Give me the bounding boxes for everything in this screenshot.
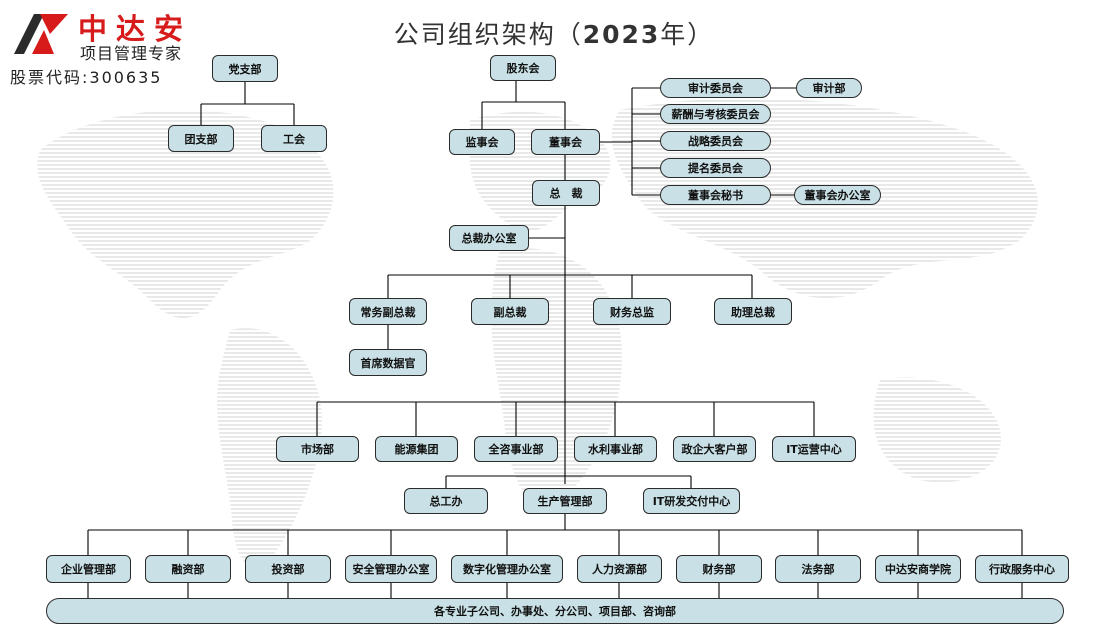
node-functional-dept: 投资部 <box>245 555 331 583</box>
node-business-unit: 政企大客户部 <box>673 436 756 462</box>
node-assistant-president: 助理总裁 <box>714 298 792 325</box>
logo-company-name: 中达安 <box>78 12 193 46</box>
stock-code: 股票代码:300635 <box>10 68 163 87</box>
node-business-unit: 能源集团 <box>375 436 458 462</box>
node-board-office: 董事会办公室 <box>794 185 881 205</box>
node-functional-dept: 法务部 <box>775 555 861 583</box>
title-text: 公司组织架构（ <box>393 20 583 49</box>
node-functional-dept: 企业管理部 <box>46 555 131 583</box>
node-functional-dept: 融资部 <box>145 555 231 583</box>
node-functional-dept: 行政服务中心 <box>975 555 1069 583</box>
node-business-unit: IT运营中心 <box>772 436 856 462</box>
node-nomination-committee: 提名委员会 <box>660 158 771 178</box>
node-shareholders: 股东会 <box>490 55 556 81</box>
node-board-secretary: 董事会秘书 <box>660 185 771 205</box>
node-compensation-committee: 薪酬与考核委员会 <box>660 104 771 124</box>
node-chief-engineer: 总工办 <box>404 488 488 514</box>
title-year: 2023 <box>582 20 661 49</box>
node-business-unit: 水利事业部 <box>574 436 657 462</box>
node-executive-vp: 常务副总裁 <box>349 298 427 325</box>
node-functional-dept: 人力资源部 <box>577 555 662 583</box>
node-strategy-committee: 战略委员会 <box>660 131 771 151</box>
node-functional-dept: 安全管理办公室 <box>345 555 437 583</box>
node-functional-dept: 数字化管理办公室 <box>451 555 563 583</box>
node-audit-dept: 审计部 <box>796 78 862 98</box>
node-subsidiaries: 各专业子公司、办事处、分公司、项目部、咨询部 <box>46 598 1064 624</box>
node-cfo: 财务总监 <box>593 298 671 325</box>
node-youth-league: 团支部 <box>168 125 234 152</box>
node-audit-committee: 审计委员会 <box>660 78 771 98</box>
node-chief-data-officer: 首席数据官 <box>349 349 427 376</box>
logo-tagline: 项目管理专家 <box>80 44 183 63</box>
node-president-office: 总裁办公室 <box>449 225 529 251</box>
node-supervisors: 监事会 <box>449 129 515 155</box>
node-functional-dept: 中达安商学院 <box>875 555 961 583</box>
page-title: 公司组织架构（2023年） <box>0 15 1108 51</box>
node-party-branch: 党支部 <box>212 55 278 82</box>
node-president: 总 裁 <box>532 180 600 206</box>
logo-mark-icon <box>14 14 68 54</box>
node-business-unit: 市场部 <box>276 436 359 462</box>
node-vice-president: 副总裁 <box>471 298 549 325</box>
node-production-mgmt: 生产管理部 <box>523 488 607 514</box>
node-business-unit: 全咨事业部 <box>474 436 558 462</box>
title-suffix: 年） <box>660 20 715 49</box>
node-functional-dept: 财务部 <box>676 555 762 583</box>
node-board: 董事会 <box>531 129 600 155</box>
node-it-rd-delivery: IT研发交付中心 <box>643 488 740 514</box>
company-logo: 中达安 项目管理专家 股票代码:300635 <box>6 8 206 88</box>
node-union: 工会 <box>261 125 327 152</box>
